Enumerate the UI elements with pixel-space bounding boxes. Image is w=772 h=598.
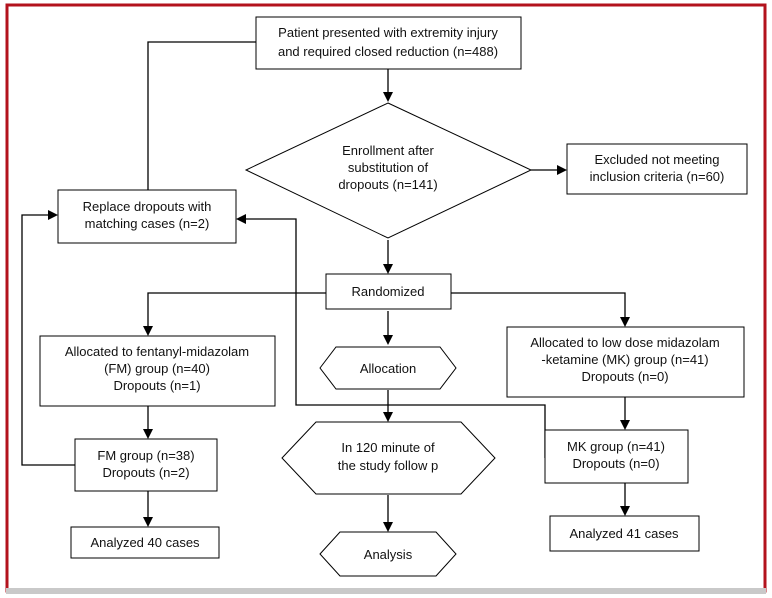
node-replace-line-2: matching cases (n=2) xyxy=(85,216,210,231)
node-fm-group-line-1: FM group (n=38) xyxy=(97,448,194,463)
node-fm-allocated: Allocated to fentanyl-midazolam (FM) gro… xyxy=(39,335,276,407)
node-allocation: Allocation xyxy=(319,346,457,390)
node-enrollment: Enrollment after substitution of dropout… xyxy=(244,102,533,239)
node-fm-alloc-line-2: (FM) group (n=40) xyxy=(104,361,210,376)
node-patient: Patient presented with extremity injury … xyxy=(255,16,522,70)
node-excluded: Excluded not meeting inclusion criteria … xyxy=(566,143,748,195)
node-mk-alloc-line-1: Allocated to low dose midazolam xyxy=(530,335,719,350)
node-mk-allocated: Allocated to low dose midazolam -ketamin… xyxy=(506,326,745,398)
node-allocation-line-1: Allocation xyxy=(360,361,416,376)
node-excluded-line-1: Excluded not meeting xyxy=(594,152,719,167)
node-mk-group-line-1: MK group (n=41) xyxy=(567,439,665,454)
node-excluded-line-2: inclusion criteria (n=60) xyxy=(590,169,725,184)
node-fm-analyzed: Analyzed 40 cases xyxy=(70,526,220,559)
node-randomized: Randomized xyxy=(325,273,452,310)
node-analysis-line-1: Analysis xyxy=(364,547,413,562)
node-enrollment-line-2: substitution of xyxy=(348,160,429,175)
node-fm-alloc-line-3: Dropouts (n=1) xyxy=(113,378,200,393)
node-enrollment-line-1: Enrollment after xyxy=(342,143,434,158)
node-fm-group-line-2: Dropouts (n=2) xyxy=(102,465,189,480)
connectors xyxy=(21,41,630,532)
node-fm-alloc-line-1: Allocated to fentanyl-midazolam xyxy=(65,344,249,359)
line-replace-patient xyxy=(147,41,256,190)
node-mk-analyzed-line-1: Analyzed 41 cases xyxy=(569,526,679,541)
node-mk-group: MK group (n=41) Dropouts (n=0) xyxy=(544,429,689,484)
arrow-randomized-fm xyxy=(143,292,326,336)
node-mk-alloc-line-3: Dropouts (n=0) xyxy=(581,369,668,384)
node-analysis: Analysis xyxy=(319,531,457,577)
node-mk-group-line-2: Dropouts (n=0) xyxy=(572,456,659,471)
node-mk-analyzed: Analyzed 41 cases xyxy=(549,515,700,552)
node-followup: In 120 minute of the study follow p xyxy=(281,421,496,495)
arrow-fmgroup-replace xyxy=(21,210,75,466)
node-patient-line-2: and required closed reduction (n=488) xyxy=(278,44,498,59)
node-enrollment-line-3: dropouts (n=141) xyxy=(338,177,437,192)
node-mk-alloc-line-2: -ketamine (MK) group (n=41) xyxy=(541,352,708,367)
node-followup-line-2: the study follow p xyxy=(338,458,438,473)
node-randomized-line-1: Randomized xyxy=(352,284,425,299)
frame-shadow xyxy=(6,588,766,594)
node-fm-analyzed-line-1: Analyzed 40 cases xyxy=(90,535,200,550)
node-replace-line-1: Replace dropouts with xyxy=(83,199,212,214)
arrow-randomized-mk xyxy=(451,292,630,327)
node-fm-group: FM group (n=38) Dropouts (n=2) xyxy=(74,438,218,492)
arrow-mkgroup-replace xyxy=(236,214,546,458)
node-replace: Replace dropouts with matching cases (n=… xyxy=(57,189,237,244)
node-followup-line-1: In 120 minute of xyxy=(341,440,435,455)
node-patient-line-1: Patient presented with extremity injury xyxy=(278,25,498,40)
